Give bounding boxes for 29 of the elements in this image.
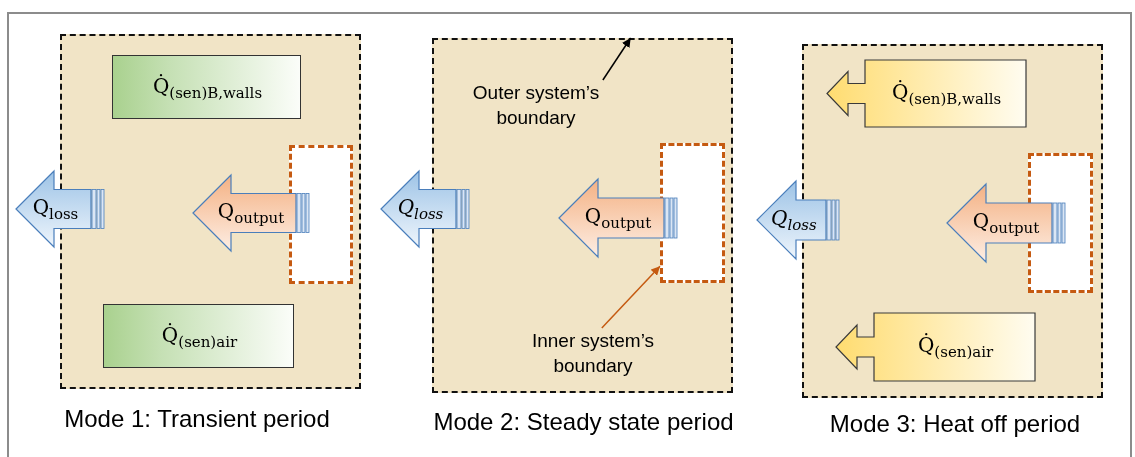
leader-line xyxy=(601,265,661,329)
flow-label: Q$_{output}$ xyxy=(217,199,285,227)
inner-boundary-box xyxy=(289,145,353,284)
flow-label: Q̇$_{(sen)B,walls}$ xyxy=(892,79,1002,108)
leader-line xyxy=(602,37,632,81)
flow-label: Q$_{output}$ xyxy=(584,204,652,232)
heat-output-arrow xyxy=(946,183,1066,263)
flow-label: Q̇$_{(sen)air}$ xyxy=(161,323,238,351)
flow-label: Q$_{loss}$ xyxy=(771,206,817,234)
heat-loss-arrow xyxy=(15,170,105,248)
flow-label: Q$_{loss}$ xyxy=(32,195,79,223)
boundary-note: Outer system’s boundary xyxy=(448,80,624,134)
heat-loss-arrow xyxy=(380,170,470,248)
heat-output-arrow xyxy=(558,178,678,258)
mode-caption: Mode 2: Steady state period xyxy=(432,408,735,436)
heat-output-arrow xyxy=(192,174,310,252)
heat-release-arrow xyxy=(835,312,1036,382)
heat-storage-box xyxy=(112,55,301,119)
flow-label: Q$_{loss}$ xyxy=(397,195,444,223)
mode-caption: Mode 1: Transient period xyxy=(63,405,331,433)
flow-label: Q$_{output}$ xyxy=(972,209,1040,237)
heat-release-arrow xyxy=(826,59,1027,128)
flow-label: Q̇$_{(sen)B,walls}$ xyxy=(152,74,263,102)
inner-boundary-box xyxy=(660,143,725,283)
mode-caption: Mode 3: Heat off period xyxy=(828,410,1082,438)
flow-label: Q̇$_{(sen)air}$ xyxy=(917,333,994,361)
heat-loss-arrow xyxy=(756,180,840,260)
boundary-note: Inner system’s boundary xyxy=(505,328,681,382)
heat-storage-box xyxy=(103,304,294,368)
